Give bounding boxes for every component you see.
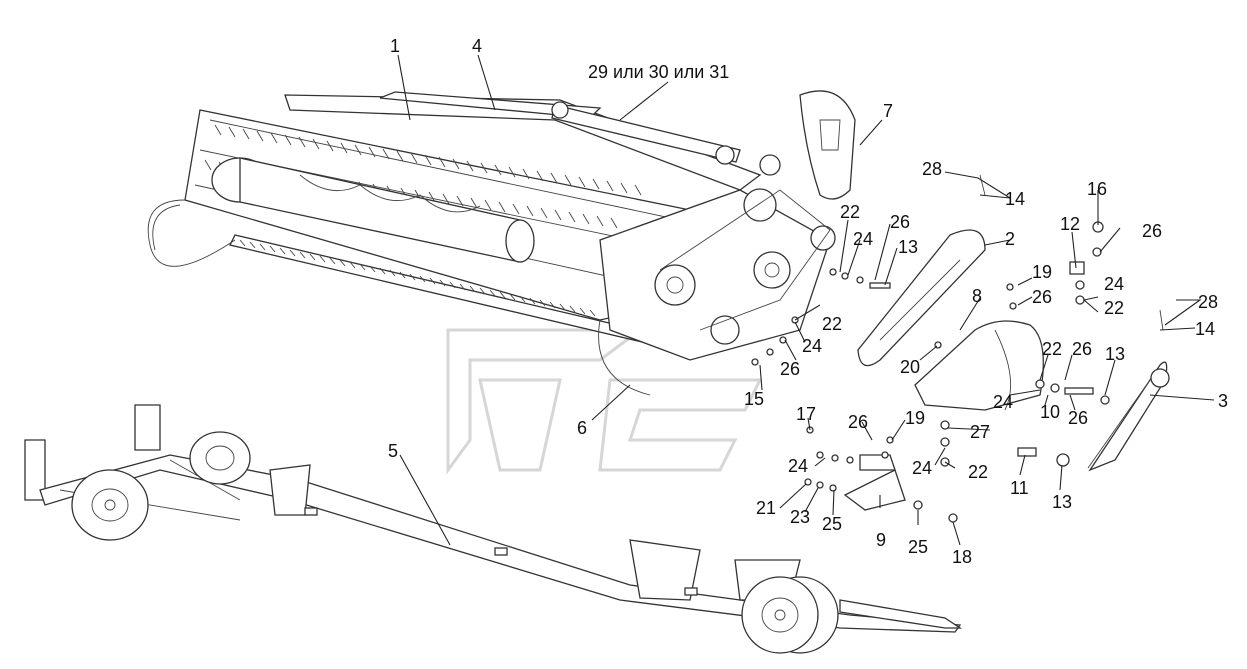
label-26e: 26	[1072, 339, 1092, 359]
label-13c: 13	[1052, 492, 1072, 512]
label-22c: 22	[822, 314, 842, 334]
label-24e: 24	[788, 456, 808, 476]
label-26f: 26	[1068, 408, 1088, 428]
label-26a: 26	[1142, 221, 1162, 241]
label-11: 11	[1010, 478, 1029, 498]
label-25a: 25	[822, 514, 842, 534]
label-24c: 24	[802, 336, 822, 356]
label-24a: 24	[853, 229, 873, 249]
label-3: 3	[1218, 391, 1228, 411]
label-16: 16	[1087, 179, 1107, 199]
label-21: 21	[756, 498, 776, 518]
label-2: 2	[1005, 229, 1015, 249]
label-8: 8	[972, 286, 982, 306]
part-3-cover	[1087, 361, 1170, 472]
label-18: 18	[952, 547, 972, 567]
label-26c: 26	[1032, 287, 1052, 307]
label-17: 17	[796, 404, 816, 424]
label-7: 7	[883, 101, 893, 121]
label-22d: 22	[1042, 339, 1062, 359]
label-26b: 26	[890, 212, 910, 232]
label-4: 4	[472, 36, 482, 56]
wheel-front-right	[71, 469, 149, 541]
label-20: 20	[900, 357, 920, 377]
part-8-plate	[914, 320, 1044, 411]
label-26g: 26	[848, 412, 868, 432]
label-13a: 13	[898, 237, 918, 257]
label-19a: 19	[1032, 262, 1052, 282]
label-28b: 28	[1198, 292, 1218, 312]
label-1: 1	[390, 36, 400, 56]
wheel-front-left	[189, 431, 251, 485]
label-10: 10	[1040, 402, 1060, 422]
callout-labels: 1 4 29 или 30 или 31 7 28 14 16 12 26 22…	[388, 36, 1228, 567]
label-6: 6	[577, 418, 587, 438]
wheel-rear	[741, 576, 839, 654]
label-26d: 26	[780, 359, 800, 379]
label-9: 9	[876, 530, 886, 550]
label-15: 15	[744, 389, 764, 409]
label-24d: 24	[993, 392, 1013, 412]
label-24f: 24	[912, 458, 932, 478]
label-12: 12	[1060, 214, 1080, 234]
leader-lines	[397, 54, 1215, 546]
label-19b: 19	[905, 408, 925, 428]
label-28a: 28	[922, 159, 942, 179]
transport-trailer	[24, 404, 963, 654]
label-23: 23	[790, 507, 810, 527]
label-22e: 22	[968, 462, 988, 482]
part-9-bracket	[843, 454, 906, 511]
label-25b: 25	[908, 537, 928, 557]
label-24b: 24	[1104, 274, 1124, 294]
label-13b: 13	[1105, 344, 1125, 364]
label-22a: 22	[840, 202, 860, 222]
label-14b: 14	[1195, 319, 1215, 339]
header-assembly	[147, 90, 856, 396]
label-5: 5	[388, 441, 398, 461]
label-22b: 22	[1104, 298, 1124, 318]
label-27: 27	[970, 422, 990, 442]
part-2-cover	[857, 229, 986, 367]
label-29-30-31: 29 или 30 или 31	[588, 62, 729, 82]
label-14a: 14	[1005, 189, 1025, 209]
